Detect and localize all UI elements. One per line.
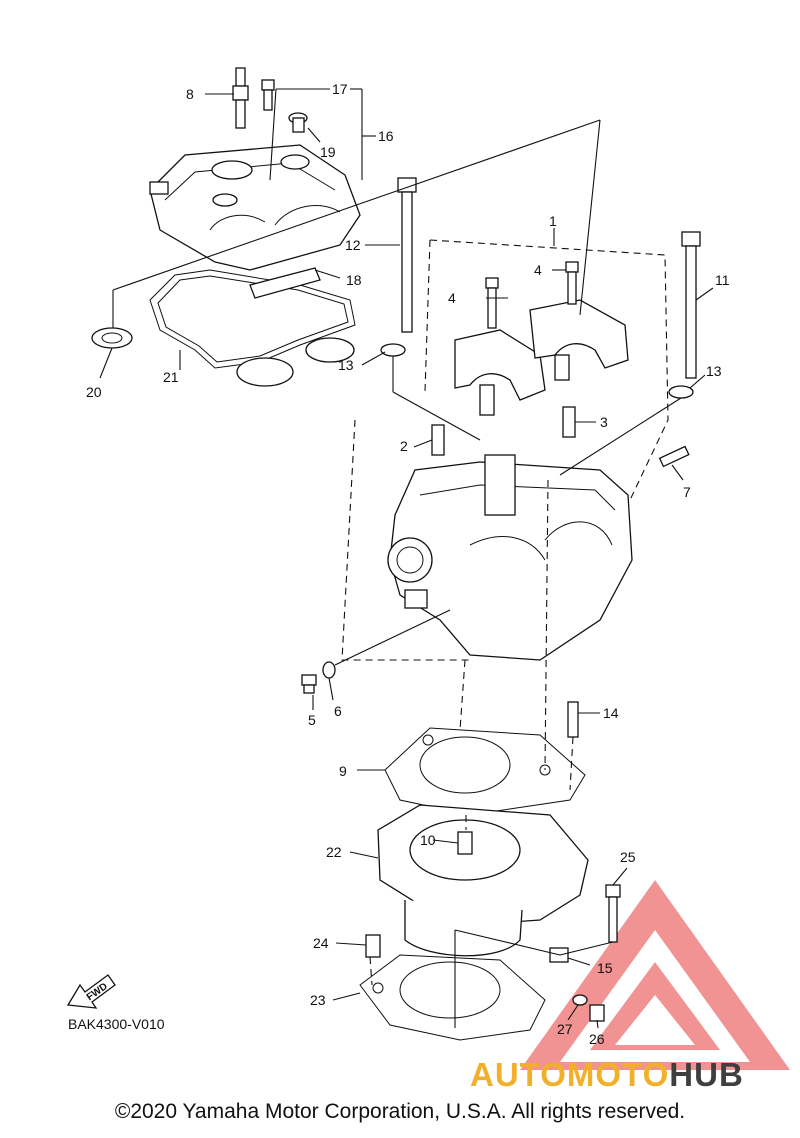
callout-1: 1 [549,213,557,229]
seal-20 [91,327,133,349]
washer-6 [322,661,336,679]
dowel-24 [365,934,381,958]
callout-17: 17 [332,81,348,97]
dowel-3 [562,406,576,438]
valve-cover [149,144,361,271]
group-box-1 [429,239,669,501]
callout-9: 9 [339,763,347,779]
copyright-notice: ©2020 Yamaha Motor Corporation, U.S.A. A… [114,1100,686,1123]
watermark-text: AUTOMOTOHUB [470,1056,744,1094]
callout-10: 10 [420,832,436,848]
cam-cap-left [454,329,546,416]
bolt-4b [565,261,579,305]
gasket-21 [149,269,356,387]
callout-11: 11 [715,272,730,288]
callout-6: 6 [334,703,342,719]
washer-13a [380,343,406,357]
watermark-text-part2: HUB [669,1056,744,1093]
bolt-11 [681,231,701,379]
callout-21: 21 [163,369,179,385]
watermark-logo [520,880,790,1070]
callout-15: 15 [597,960,613,976]
callout-18: 18 [346,272,362,288]
bolt-5 [301,674,317,694]
callout-13a: 13 [338,357,354,373]
leader-lines [99,88,714,1029]
callout-26: 26 [589,1031,605,1047]
callout-19: 19 [320,144,336,160]
callout-14: 14 [603,705,619,721]
callout-8: 8 [186,86,194,102]
callout-4a: 4 [534,262,542,278]
bolt-26 [589,1004,605,1022]
callout-20: 20 [86,384,102,400]
stud-7 [658,445,690,468]
watermark-text-part1: AUTOMOTO [470,1056,670,1093]
dowel-10 [457,831,473,855]
grommet-19 [288,112,308,133]
washer-27 [572,994,588,1006]
spark-plug [232,67,249,129]
callout-23: 23 [310,992,326,1008]
callout-27: 27 [557,1021,573,1037]
bolt-17 [261,79,275,111]
head-gasket-9 [384,727,586,816]
callout-5: 5 [308,712,316,728]
plate-18 [249,267,321,299]
callout-25: 25 [620,849,636,865]
callout-13b: 13 [706,363,722,379]
callout-4b: 4 [448,290,456,306]
callout-22: 22 [326,844,342,860]
callout-16: 16 [378,128,394,144]
stud-14 [567,701,579,738]
dowel-2 [431,424,445,456]
callout-12: 12 [345,237,361,253]
cylinder-head [387,454,633,661]
cylinder-22 [377,804,589,957]
callout-24: 24 [313,935,329,951]
callout-7: 7 [683,484,691,500]
base-gasket-23 [359,954,546,1041]
callout-2: 2 [400,438,408,454]
callout-3: 3 [600,414,608,430]
washer-13b [668,385,694,399]
bolt-4a [485,277,499,329]
part-code: BAK4300-V010 [68,1016,165,1032]
bolt-12 [397,177,417,333]
callout-labels: 1 2 3 4 4 5 6 7 8 9 10 11 12 13 13 14 15… [86,81,730,1047]
cam-cap-right [529,299,629,381]
fwd-arrow-icon: FWD [66,974,116,1009]
